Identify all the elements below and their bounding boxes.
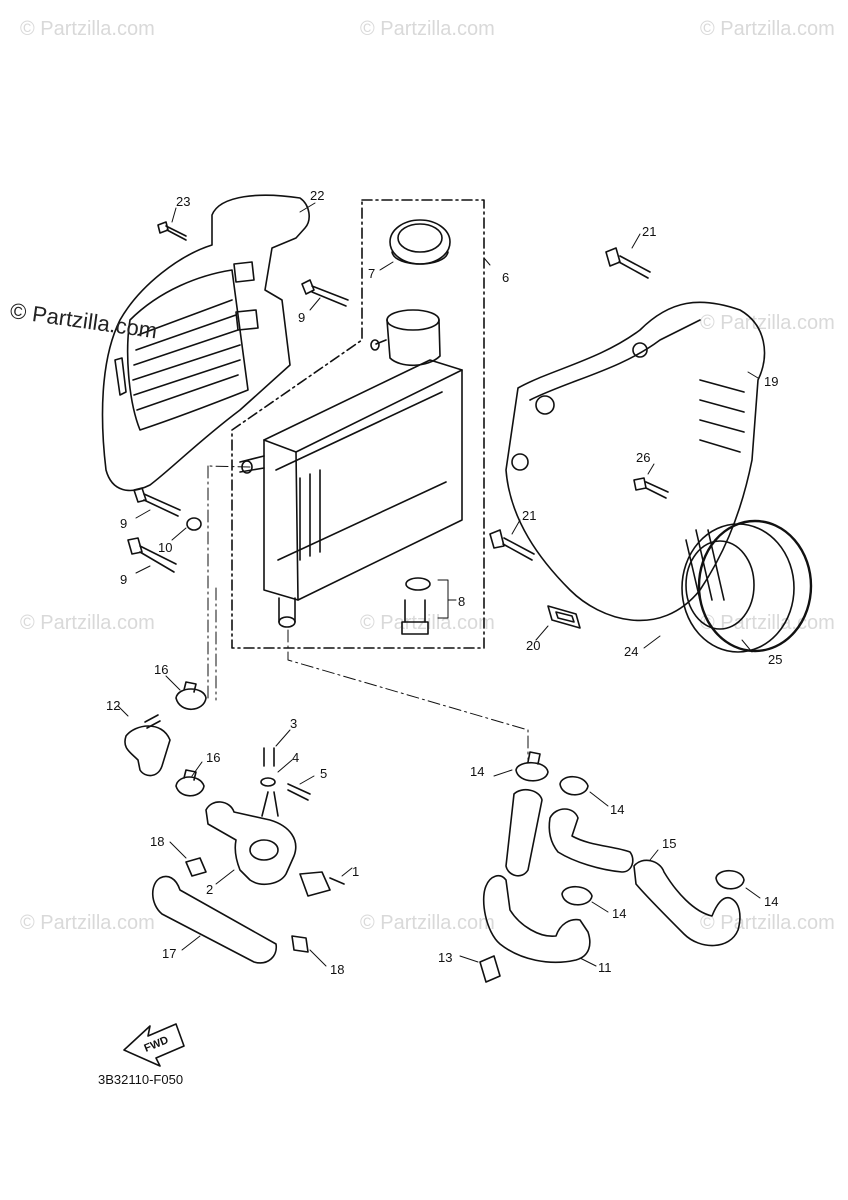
fan-cover	[505, 301, 766, 622]
callout-12: 12	[106, 698, 120, 713]
hose-15-lower	[633, 859, 741, 947]
hose-17	[151, 875, 278, 964]
watermark: © Partzilla.com	[20, 612, 155, 634]
hose-11	[482, 874, 591, 964]
radiator-shroud	[101, 194, 310, 492]
callout-26: 26	[636, 450, 650, 465]
callout-14-b: 14	[610, 802, 624, 817]
bolt-21-lower	[489, 529, 535, 561]
callout-18-upper: 18	[150, 834, 164, 849]
callout-1: 1	[352, 864, 359, 879]
callout-22: 22	[310, 188, 324, 203]
bolt-9-lower	[127, 537, 177, 573]
callout-15: 15	[662, 836, 676, 851]
watermark: © Partzilla.com	[700, 912, 835, 934]
clip-18-upper	[185, 857, 207, 877]
hose-11-upper	[505, 788, 543, 877]
callout-23: 23	[176, 194, 190, 209]
watermark: © Partzilla.com	[700, 612, 835, 634]
callout-20: 20	[526, 638, 540, 653]
callout-5: 5	[320, 766, 327, 781]
watermark: © Partzilla.com	[20, 912, 155, 934]
drain-bolt	[401, 577, 431, 635]
bolt-9-middle	[133, 487, 181, 517]
callout-9-middle: 9	[120, 516, 127, 531]
callout-11: 11	[598, 960, 612, 975]
clamp-14-a	[515, 751, 549, 782]
bolt-23	[157, 221, 187, 241]
callout-17: 17	[162, 946, 176, 961]
callout-10: 10	[158, 540, 172, 555]
callout-16-upper: 16	[154, 662, 168, 677]
hose-12	[124, 725, 171, 777]
watermark: © Partzilla.com	[700, 18, 835, 40]
bolt-26	[633, 477, 669, 499]
callout-9-upper: 9	[298, 310, 305, 325]
callout-4: 4	[292, 750, 299, 765]
callout-8: 8	[458, 594, 465, 609]
callout-14-d: 14	[764, 894, 778, 909]
bolt-21-upper	[605, 247, 651, 279]
callout-13: 13	[438, 950, 452, 965]
diagram-code: 3B32110-F050	[98, 1072, 184, 1087]
hose-15	[548, 808, 634, 873]
callout-24: 24	[624, 644, 638, 659]
callout-16-lower: 16	[206, 750, 220, 765]
fwd-label: FWD	[143, 1034, 171, 1055]
grommet-20	[547, 605, 581, 629]
clamp-14-b	[559, 775, 589, 796]
watermark: © Partzilla.com	[360, 18, 495, 40]
clamp-14-c	[561, 885, 593, 906]
callout-21-lower: 21	[522, 508, 536, 523]
clamp-16-lower	[175, 769, 205, 797]
callout-25: 25	[768, 652, 782, 667]
watermark: © Partzilla.com	[360, 912, 495, 934]
callout-14-c: 14	[612, 906, 626, 921]
assembly-lines	[207, 465, 529, 763]
leader-lines	[117, 202, 761, 967]
watermark: © Partzilla.com	[20, 18, 155, 40]
fwd-arrow-icon	[123, 1023, 185, 1067]
callout-18-lower: 18	[330, 962, 344, 977]
callout-6: 6	[502, 270, 509, 285]
callout-7: 7	[368, 266, 375, 281]
clip-13	[479, 955, 501, 983]
callout-2: 2	[206, 882, 213, 897]
radiator-core	[239, 309, 463, 628]
callout-21-upper: 21	[642, 224, 656, 239]
callout-14-a: 14	[470, 764, 484, 779]
callout-19: 19	[764, 374, 778, 389]
clip-18-lower	[291, 935, 309, 953]
collar-10	[186, 517, 202, 531]
clamp-16-upper	[175, 681, 207, 711]
bolt-9-upper	[301, 279, 349, 307]
watermark: © Partzilla.com	[700, 312, 835, 334]
thermostat-housing	[205, 747, 311, 886]
o-ring-25	[697, 519, 813, 653]
sender-unit	[299, 871, 345, 897]
callout-3: 3	[290, 716, 297, 731]
radiator-assembly-box	[231, 199, 485, 649]
radiator-cap	[389, 219, 451, 265]
callout-9-lower: 9	[120, 572, 127, 587]
clamp-14-d	[715, 869, 745, 890]
